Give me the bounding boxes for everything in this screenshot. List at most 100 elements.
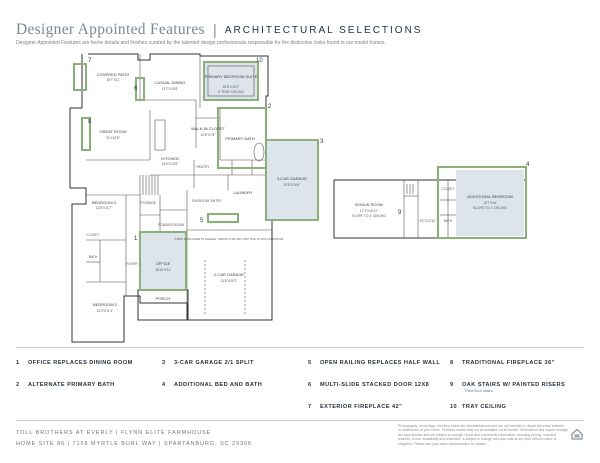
legend-item-4: 4 ADDITIONAL BED AND BATH	[162, 382, 262, 388]
legend-text: EXTERIOR FIREPLACE 42"	[320, 404, 403, 410]
callout-3: 3	[320, 139, 324, 145]
label-walk-in-closet: WALK-IN CLOSET	[191, 126, 225, 131]
label-additional-bedroom: ADDITIONAL BEDROOM	[467, 194, 513, 199]
highlight-primary-bath	[217, 107, 267, 169]
legend-item-2: 2 ALTERNATE PRIMARY BATH	[16, 382, 115, 388]
svg-text:16'10"X11': 16'10"X11'	[155, 268, 171, 272]
legend-number: 2	[16, 382, 20, 388]
label-2car-garage: 2-CAR GARAGE	[214, 272, 245, 277]
callout-9: 9	[398, 210, 402, 216]
highlight-3car-garage	[265, 139, 319, 221]
label-foyer: FOYER	[126, 262, 138, 266]
svg-text:16'6"X13'8": 16'6"X13'8"	[162, 162, 180, 166]
legend-number: 8	[450, 360, 454, 366]
callout-10: 10	[256, 58, 263, 64]
legend-text: TRADITIONAL FIREPLACE 36"	[462, 360, 555, 366]
svg-text:SLOPE TO 4' CEILING: SLOPE TO 4' CEILING	[352, 214, 386, 218]
callout-4: 4	[526, 162, 530, 168]
highlight-additional-bed-bath	[437, 166, 527, 239]
legend-text: ALTERNATE PRIMARY BATH	[28, 382, 115, 388]
footer-community: TOLL BROTHERS AT EVERLY | FLYNN ELITE FA…	[16, 430, 212, 436]
label-steps-note: STEPS FROM HOME TO GARAGE; THROW TOTAL M…	[175, 237, 284, 241]
legend-item-9: 9 OAK STAIRS W/ PAINTED RISERS	[450, 382, 565, 388]
legend-number: 7	[308, 404, 312, 410]
highlight-exterior-fireplace	[73, 63, 87, 91]
legend-number: 6	[308, 382, 312, 388]
svg-text:20'5"X10'6": 20'5"X10'6"	[284, 183, 302, 187]
label-upper-bath: BATH	[444, 219, 453, 223]
legend-text: ADDITIONAL BED AND BATH	[174, 382, 263, 388]
label-upper-hall: 8'2"X12'10"	[420, 219, 438, 223]
highlight-railing	[207, 213, 239, 223]
title-separator: |	[212, 21, 217, 39]
header: Designer Appointed Features | ARCHITECTU…	[16, 20, 422, 40]
svg-text:21'X18'8": 21'X18'8"	[106, 136, 121, 140]
highlight-multi-slide	[135, 77, 145, 101]
label-kitchen: KITCHEN	[161, 156, 179, 161]
legend-divider	[16, 347, 584, 348]
callout-1: 1	[134, 236, 138, 242]
svg-text:SLOPE TO 4' CEILING: SLOPE TO 4' CEILING	[473, 206, 507, 210]
label-storage: STORAGE	[140, 201, 157, 205]
svg-text:18'8"X15'1": 18'8"X15'1"	[223, 85, 241, 89]
legend-text: OAK STAIRS W/ PAINTED RISERS	[462, 382, 566, 388]
svg-text:16'7"X11': 16'7"X11'	[106, 78, 120, 82]
legend-item-6: 6 MULTI-SLIDE STACKED DOOR 12X8	[308, 382, 429, 388]
label-pantry: PANTRY	[196, 165, 210, 169]
label-office: OFFICE	[156, 261, 171, 266]
callout-7: 7	[88, 58, 92, 64]
label-covered-patio: COVERED PATIO	[97, 72, 129, 77]
label-laundry: LAUNDRY	[233, 190, 252, 195]
label-casual-dining: CASUAL DINING	[155, 80, 186, 85]
label-bedroom3: BEDROOM 3	[92, 200, 117, 205]
label-closet: CLOSET	[86, 233, 99, 237]
legend-number: 3	[162, 360, 166, 366]
equal-housing-icon	[571, 428, 583, 440]
legend-number: 9	[450, 382, 454, 388]
footer-address: HOME SITE 86 | 7158 MYRTLE BURL WAY | SP…	[16, 441, 253, 447]
label-porch: PORCH	[156, 296, 171, 301]
label-primary-suite: PRIMARY BEDROOM SUITE	[205, 74, 258, 79]
label-great-room: GREAT ROOM	[100, 129, 127, 134]
svg-text:13'7"X12'6": 13'7"X12'6"	[162, 87, 180, 91]
svg-text:12'3"X11'4": 12'3"X11'4"	[97, 309, 114, 313]
label-primary-bath: PRIMARY BATH	[225, 136, 255, 141]
highlight-traditional-fireplace	[81, 117, 91, 151]
legend-number: 4	[162, 382, 166, 388]
callout-8: 8	[88, 119, 92, 125]
svg-text:9' TRAY CEILING: 9' TRAY CEILING	[218, 90, 244, 94]
porch-outline	[137, 289, 189, 321]
main-floor-outline	[69, 53, 284, 343]
label-everyday-entry: EVERYDAY ENTRY	[192, 199, 222, 203]
label-upper-closet: CLOSET	[441, 187, 454, 191]
svg-text:17'3"X15'11": 17'3"X15'11"	[360, 209, 379, 213]
legend-text: OFFICE REPLACES DINING ROOM	[28, 360, 133, 366]
label-bonus-room: BONUS ROOM	[355, 202, 383, 207]
highlight-primary-suite	[203, 61, 259, 101]
svg-text:10'8"X7'8": 10'8"X7'8"	[201, 133, 217, 137]
svg-text:21'8"X20'3": 21'8"X20'3"	[221, 279, 239, 283]
page-subtitle: ARCHITECTURAL SELECTIONS	[224, 24, 423, 36]
header-description: Designer Appointed Features are home det…	[16, 40, 386, 46]
callout-2: 2	[268, 104, 272, 110]
footer-divider	[16, 420, 584, 421]
legend-item-1: 1 OFFICE REPLACES DINING ROOM	[16, 360, 133, 366]
svg-text:12'8"X11'7": 12'8"X11'7"	[96, 206, 113, 210]
label-3car-garage: 3-CAR GARAGE	[277, 176, 308, 181]
callout-6: 6	[134, 86, 138, 92]
footer-disclaimer: Photographs, renderings, and floor plans…	[398, 424, 568, 446]
legend-item-7: 7 EXTERIOR FIREPLACE 42"	[308, 404, 402, 410]
label-powder: POWDER ROOM	[158, 223, 184, 227]
legend-number: 5	[308, 360, 312, 366]
page-title: Designer Appointed Features	[16, 21, 205, 38]
svg-text:18'7"X14': 18'7"X14'	[483, 201, 497, 205]
legend-item-8: 8 TRADITIONAL FIREPLACE 36"	[450, 360, 555, 366]
legend-text: MULTI-SLIDE STACKED DOOR 12X8	[320, 382, 430, 388]
highlight-office	[139, 231, 187, 291]
callout-5: 5	[200, 218, 204, 224]
label-bath: BATH	[89, 255, 98, 259]
legend-number: 1	[16, 360, 20, 366]
